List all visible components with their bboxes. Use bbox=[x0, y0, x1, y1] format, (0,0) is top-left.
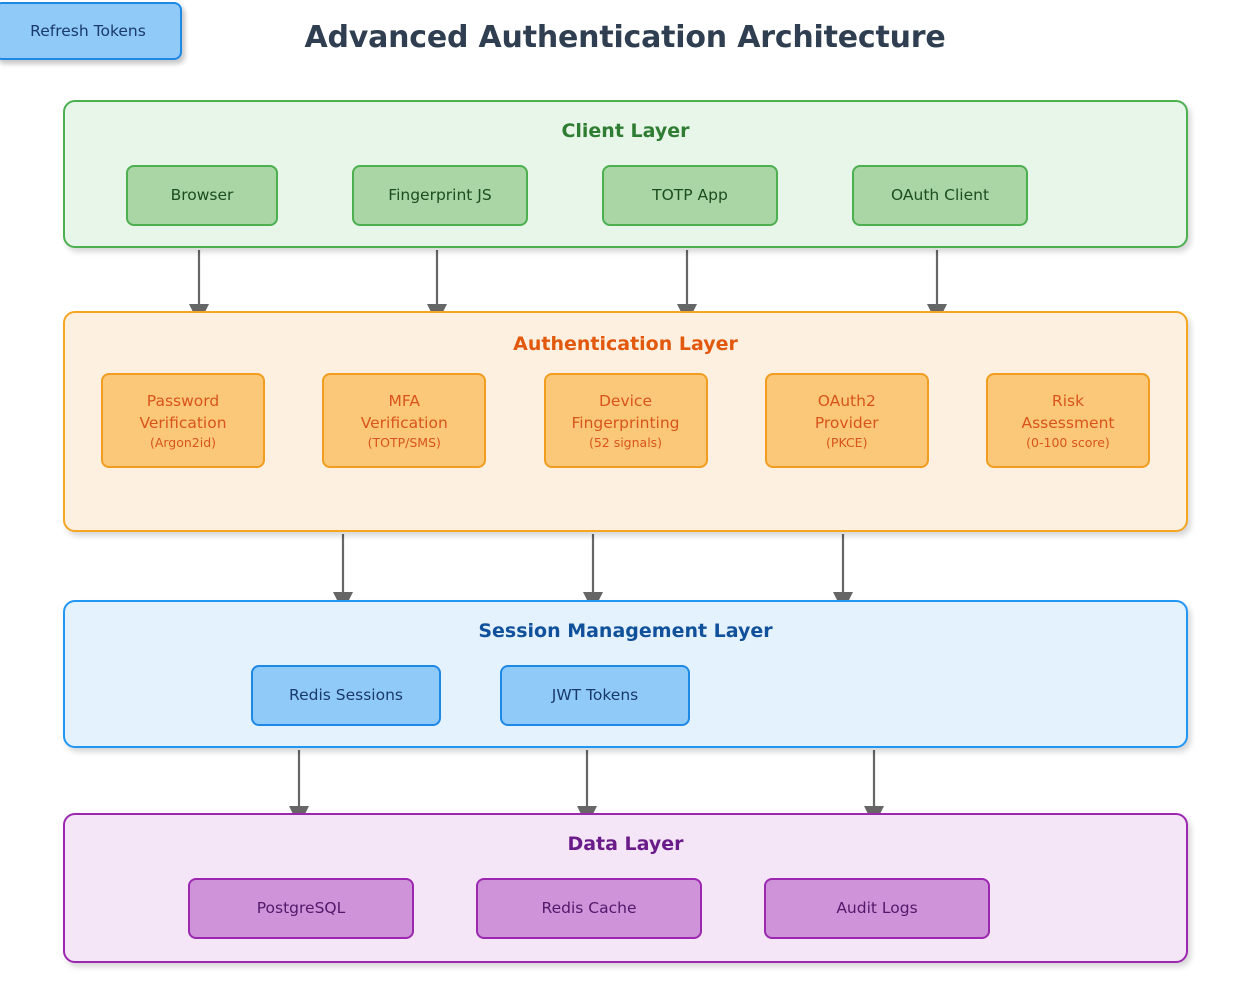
node-risk-assessment[interactable]: Risk Assessment (0-100 score) bbox=[986, 373, 1150, 468]
node-postgresql[interactable]: PostgreSQL bbox=[188, 878, 414, 939]
data-nodes-row: PostgreSQL Redis Cache Audit Logs bbox=[65, 878, 1186, 939]
refresh-tokens-label: Refresh Tokens bbox=[30, 22, 146, 40]
layer-title-session-management: Session Management Layer bbox=[478, 620, 773, 642]
page-title: Advanced Authentication Architecture bbox=[304, 20, 946, 55]
node-label: OAuth Client bbox=[890, 186, 990, 205]
node-label-line1: Risk bbox=[1051, 391, 1085, 410]
node-jwt-tokens[interactable]: JWT Tokens bbox=[500, 665, 690, 726]
session-nodes-row: Redis Sessions JWT Tokens bbox=[65, 665, 1186, 726]
node-sublabel: (Argon2id) bbox=[149, 434, 217, 450]
node-label: Redis Sessions bbox=[289, 686, 403, 705]
layer-title-authentication: Authentication Layer bbox=[513, 333, 738, 355]
node-label-line2: Verification bbox=[139, 414, 227, 433]
node-fingerprint-js[interactable]: Fingerprint JS bbox=[352, 165, 528, 226]
node-label: TOTP App bbox=[652, 186, 728, 205]
layer-title-data: Data Layer bbox=[567, 833, 684, 855]
node-label-line2: Provider bbox=[814, 414, 879, 433]
node-oauth2-provider[interactable]: OAuth2 Provider (PKCE) bbox=[764, 373, 929, 468]
node-label-line2: Fingerprinting bbox=[571, 414, 680, 433]
node-device-fingerprinting[interactable]: Device Fingerprinting (52 signals) bbox=[543, 373, 708, 468]
node-label: Browser bbox=[170, 186, 234, 205]
node-mfa-verification[interactable]: MFA Verification (TOTP/SMS) bbox=[322, 373, 487, 468]
node-password-verification[interactable]: Password Verification (Argon2id) bbox=[101, 373, 265, 468]
node-label: Audit Logs bbox=[836, 899, 918, 918]
node-oauth-client[interactable]: OAuth Client bbox=[852, 165, 1028, 226]
auth-nodes-row: Password Verification (Argon2id) MFA Ver… bbox=[65, 373, 1186, 468]
node-sublabel: (52 signals) bbox=[588, 434, 663, 450]
node-label-line1: Device bbox=[598, 391, 652, 410]
layer-client: Client Layer Browser Fingerprint JS TOTP… bbox=[63, 100, 1188, 248]
node-sublabel: (TOTP/SMS) bbox=[367, 434, 441, 450]
layer-session-management: Session Management Layer Redis Sessions … bbox=[63, 600, 1188, 748]
node-redis-sessions[interactable]: Redis Sessions bbox=[251, 665, 441, 726]
node-redis-cache[interactable]: Redis Cache bbox=[476, 878, 702, 939]
node-totp-app[interactable]: TOTP App bbox=[602, 165, 778, 226]
node-sublabel: (0-100 score) bbox=[1026, 434, 1110, 450]
node-label-line1: Password bbox=[146, 391, 220, 410]
node-label-line1: OAuth2 bbox=[817, 391, 876, 410]
layer-authentication: Authentication Layer Password Verificati… bbox=[63, 311, 1188, 532]
node-label-line1: MFA bbox=[388, 391, 420, 410]
node-label: PostgreSQL bbox=[256, 899, 346, 918]
node-label: Redis Cache bbox=[541, 899, 637, 918]
layer-title-client: Client Layer bbox=[561, 120, 690, 142]
node-label-line2: Assessment bbox=[1021, 414, 1115, 433]
node-sublabel: (PKCE) bbox=[826, 434, 868, 450]
node-audit-logs[interactable]: Audit Logs bbox=[764, 878, 990, 939]
node-label: Fingerprint JS bbox=[388, 186, 492, 205]
node-browser[interactable]: Browser bbox=[126, 165, 278, 226]
client-nodes-row: Browser Fingerprint JS TOTP App OAuth Cl… bbox=[65, 165, 1186, 226]
node-label: JWT Tokens bbox=[551, 686, 639, 705]
layer-data: Data Layer PostgreSQL Redis Cache Audit … bbox=[63, 813, 1188, 963]
node-label-line2: Verification bbox=[360, 414, 448, 433]
refresh-tokens-node[interactable]: Refresh Tokens bbox=[0, 2, 182, 60]
